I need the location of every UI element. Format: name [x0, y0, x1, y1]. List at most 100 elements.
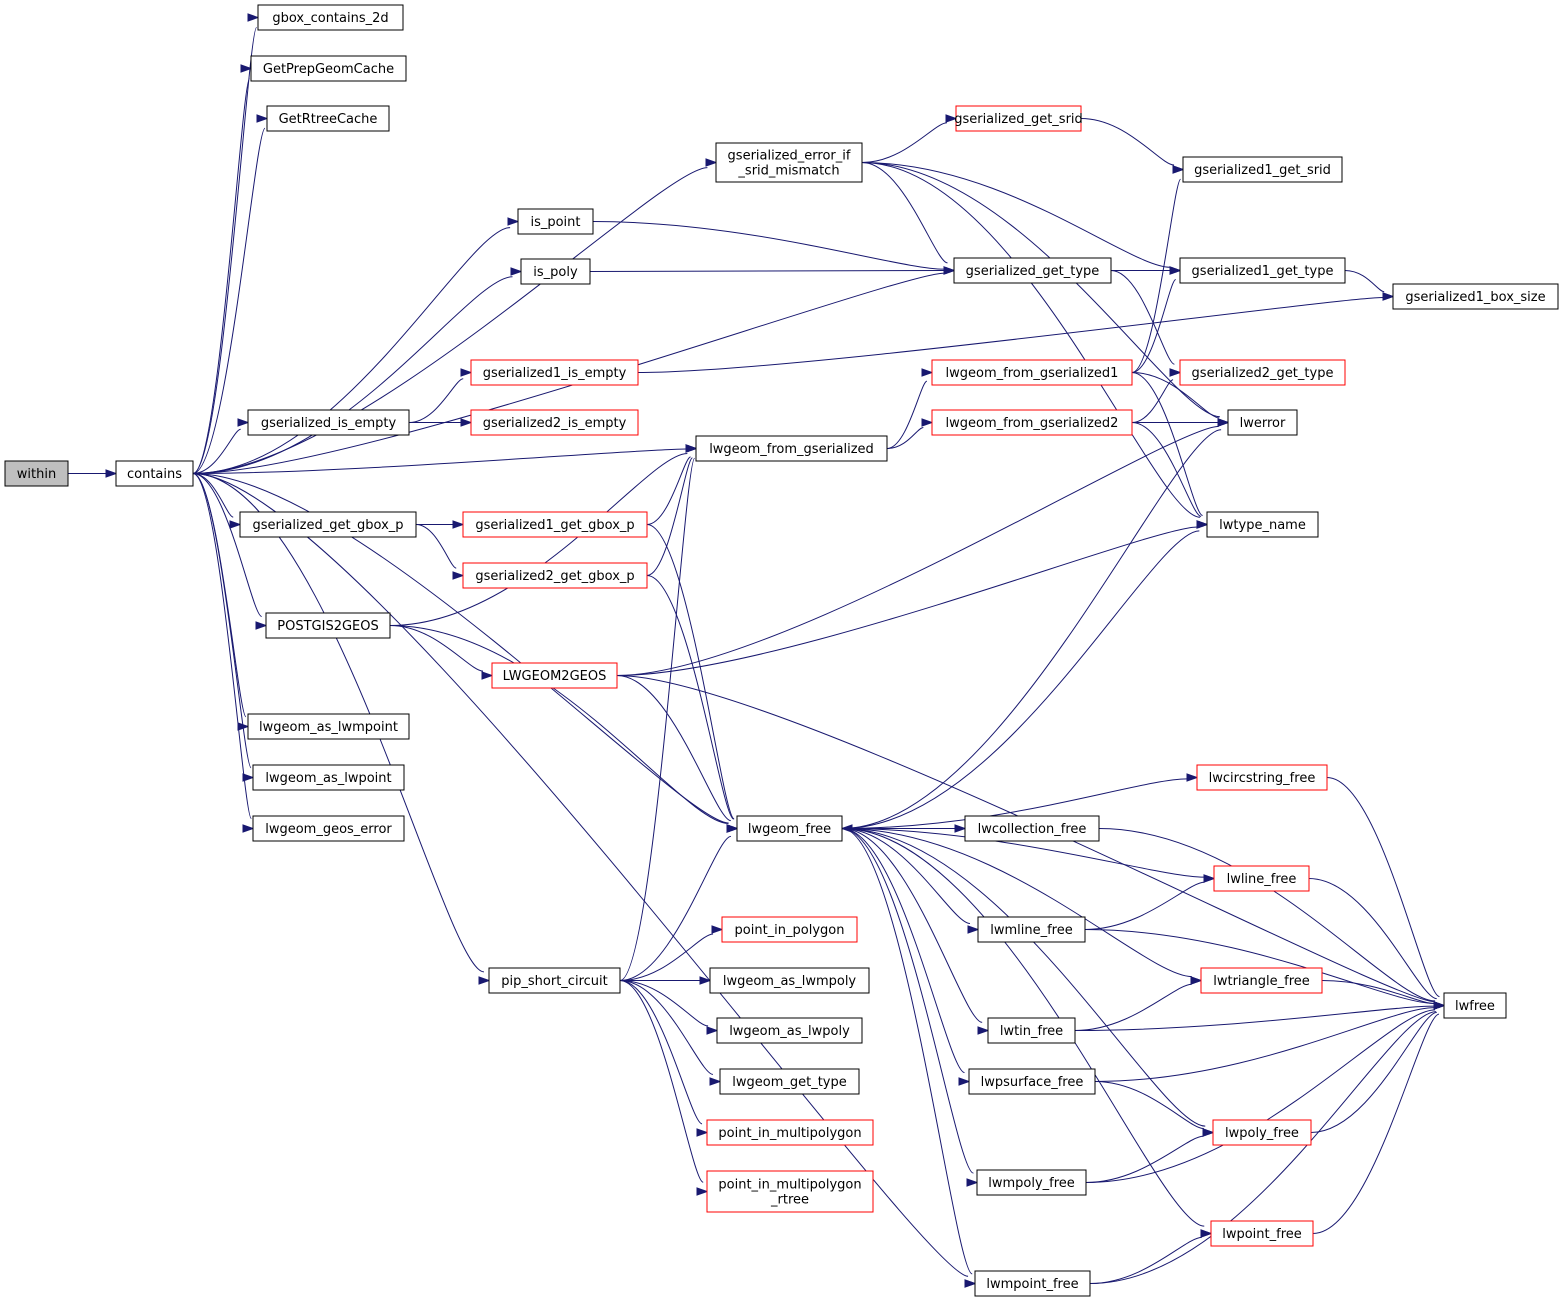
- node-point-in-multipolygon[interactable]: point_in_multipolygon: [706, 1119, 874, 1146]
- edge-pip-short-circuit-to-lwgeom-from-gserialized: [619, 444, 698, 981]
- edge-contains-to-gserialized-error-if-srid-mismatch: [192, 158, 718, 474]
- edge-gserialized-is-empty-to-gserialized2-is-empty: [408, 418, 473, 427]
- edge-lwline-free-to-lwfree: [1308, 878, 1446, 1010]
- edge-line: [861, 162, 1201, 518]
- node-gbox-contains-2d[interactable]: gbox_contains_2d: [257, 4, 404, 31]
- node-lwgeom-as-lwpoint[interactable]: lwgeom_as_lwpoint: [252, 764, 405, 791]
- edge-lwgeom-from-gserialized1-to-gserialized1-get-srid: [1131, 165, 1185, 373]
- edge-line: [841, 828, 1192, 978]
- node-getrtreecache[interactable]: GetRtreeCache: [266, 105, 390, 132]
- node-gserialized1-box-size[interactable]: gserialized1_box_size: [1392, 283, 1559, 310]
- node-gserialized-get-type[interactable]: gserialized_get_type: [953, 257, 1112, 284]
- node-getprepgeomcache[interactable]: GetPrepGeomCache: [250, 55, 407, 82]
- edge-lwgeom-from-gserialized1-to-lwtype-name: [1131, 372, 1209, 529]
- edge-line: [1131, 279, 1177, 373]
- node-gserialized-get-srid[interactable]: gserialized_get_srid: [954, 105, 1083, 132]
- node-lwmpoly-free[interactable]: lwmpoly_free: [976, 1169, 1087, 1196]
- node-gserialized2-get-type[interactable]: gserialized2_get_type: [1179, 359, 1346, 386]
- node-gserialized2-is-empty[interactable]: gserialized2_is_empty: [470, 409, 639, 436]
- node-pip-short-circuit[interactable]: pip_short_circuit: [488, 967, 621, 994]
- node-label: gserialized2_is_empty: [483, 416, 627, 431]
- node-gserialized-get-gbox-p[interactable]: gserialized_get_gbox_p: [239, 511, 417, 538]
- arrowhead: [256, 114, 269, 123]
- node-gserialized-is-empty[interactable]: gserialized_is_empty: [247, 409, 410, 436]
- node-lwerror[interactable]: lwerror: [1227, 409, 1298, 436]
- node-within[interactable]: within: [4, 460, 69, 487]
- node-lwgeom-as-lwmpoly[interactable]: lwgeom_as_lwmpoly: [709, 967, 870, 994]
- node-is-poly[interactable]: is_poly: [520, 258, 591, 285]
- node-lwtriangle-free[interactable]: lwtriangle_free: [1200, 967, 1323, 994]
- node-lwgeom-from-gserialized2[interactable]: lwgeom_from_gserialized2: [931, 409, 1133, 436]
- edge-line: [389, 625, 729, 824]
- node-label: lwgeom_as_lwpoly: [729, 1024, 850, 1039]
- arrowhead: [964, 1279, 977, 1288]
- node-label: lwmpoly_free: [988, 1176, 1075, 1191]
- edge-contains-to-lwgeom-from-gserialized: [192, 444, 698, 474]
- node-lwgeom2geos[interactable]: LWGEOM2GEOS: [491, 662, 618, 689]
- node-label: lwgeom_get_type: [732, 1075, 847, 1090]
- edge-contains-to-getrtreecache: [192, 114, 269, 474]
- edge-lwcollection-free-to-lwgeom-free: [840, 824, 965, 833]
- arrowhead: [460, 418, 473, 427]
- edge-line: [841, 828, 971, 925]
- node-gserialized1-get-gbox-p[interactable]: gserialized1_get_gbox_p: [462, 511, 648, 538]
- node-label: lwerror: [1240, 416, 1286, 431]
- node-lwgeom-from-gserialized1[interactable]: lwgeom_from_gserialized1: [931, 359, 1133, 386]
- node-lwcollection-free[interactable]: lwcollection_free: [964, 815, 1100, 842]
- edge-gserialized2-get-gbox-p-to-lwgeom-from-gserialized: [646, 444, 698, 576]
- node-lwfree[interactable]: lwfree: [1443, 992, 1507, 1019]
- node-label: point_in_multipolygon: [718, 1178, 861, 1193]
- edge-line: [637, 297, 1384, 373]
- node-gserialized2-get-gbox-p[interactable]: gserialized2_get_gbox_p: [462, 562, 648, 589]
- node-lwcircstring-free[interactable]: lwcircstring_free: [1196, 764, 1328, 791]
- node-lwmpoint-free[interactable]: lwmpoint_free: [974, 1270, 1091, 1297]
- node-lwgeom-free[interactable]: lwgeom_free: [736, 815, 843, 842]
- node-box: [115, 460, 194, 487]
- edge-lwgeom-from-gserialized-to-lwgeom-from-gserialized2: [886, 418, 934, 449]
- edge-gserialized1-get-gbox-p-to-lwgeom-from-gserialized: [646, 444, 698, 525]
- edge-line: [1131, 372, 1204, 517]
- edge-line: [619, 980, 703, 1125]
- node-lwmline-free[interactable]: lwmline_free: [977, 916, 1086, 943]
- node-label: gserialized2_get_type: [1192, 366, 1334, 381]
- node-postgis2geos[interactable]: POSTGIS2GEOS: [265, 612, 391, 639]
- node-label: gserialized1_get_srid: [1194, 163, 1331, 178]
- edge-contains-to-gbox-contains-2d: [192, 13, 260, 474]
- node-label: lwfree: [1455, 999, 1495, 1014]
- arrowhead: [105, 469, 118, 478]
- node-is-point[interactable]: is_point: [517, 208, 594, 235]
- node-label: lwgeom_geos_error: [265, 822, 392, 837]
- node-lwgeom-from-gserialized[interactable]: lwgeom_from_gserialized: [695, 435, 888, 462]
- edge-lwgeom-from-gserialized1-to-gserialized1-get-type: [1131, 266, 1182, 373]
- node-lwtin-free[interactable]: lwtin_free: [987, 1017, 1076, 1044]
- edge-line: [1110, 270, 1175, 365]
- node-lwgeom-as-lwmpoint[interactable]: lwgeom_as_lwmpoint: [247, 713, 410, 740]
- node-lwgeom-as-lwpoly[interactable]: lwgeom_as_lwpoly: [716, 1017, 863, 1044]
- node-contains[interactable]: contains: [115, 460, 194, 487]
- node-lwgeom-geos-error[interactable]: lwgeom_geos_error: [252, 815, 405, 842]
- node-label: gbox_contains_2d: [272, 11, 388, 26]
- node-lwgeom-get-type[interactable]: lwgeom_get_type: [719, 1068, 860, 1095]
- node-gserialized-error-if-srid-mismatch[interactable]: gserialized_error_if_srid_mismatch: [715, 142, 863, 183]
- edge-lwgeom-free-to-lwtype-name: [841, 520, 1209, 829]
- edge-gserialized1-is-empty-to-gserialized1-box-size: [637, 292, 1395, 373]
- node-lwline-free[interactable]: lwline_free: [1213, 865, 1310, 892]
- node-point-in-multipolygon-rtree[interactable]: point_in_multipolygon_rtree: [706, 1170, 874, 1213]
- edge-line: [861, 122, 948, 163]
- node-box: [520, 258, 591, 285]
- arrowhead: [1169, 368, 1182, 377]
- node-label: gserialized2_get_gbox_p: [475, 569, 634, 584]
- edge-gserialized-error-if-srid-mismatch-to-lwerror: [861, 162, 1230, 427]
- node-gserialized1-get-type[interactable]: gserialized1_get_type: [1179, 257, 1346, 284]
- node-gserialized1-is-empty[interactable]: gserialized1_is_empty: [470, 359, 639, 386]
- edge-pip-short-circuit-to-point-in-multipolygon-rtree: [619, 980, 709, 1196]
- node-point-in-polygon[interactable]: point_in_polygon: [721, 916, 858, 943]
- node-lwpoint-free[interactable]: lwpoint_free: [1210, 1220, 1314, 1247]
- node-gserialized1-get-srid[interactable]: gserialized1_get_srid: [1182, 156, 1343, 183]
- node-lwpoly-free[interactable]: lwpoly_free: [1212, 1119, 1312, 1146]
- node-box: [977, 916, 1086, 943]
- node-lwtype-name[interactable]: lwtype_name: [1206, 511, 1319, 538]
- node-box: [706, 1119, 874, 1146]
- node-lwpsurface-free[interactable]: lwpsurface_free: [968, 1068, 1096, 1095]
